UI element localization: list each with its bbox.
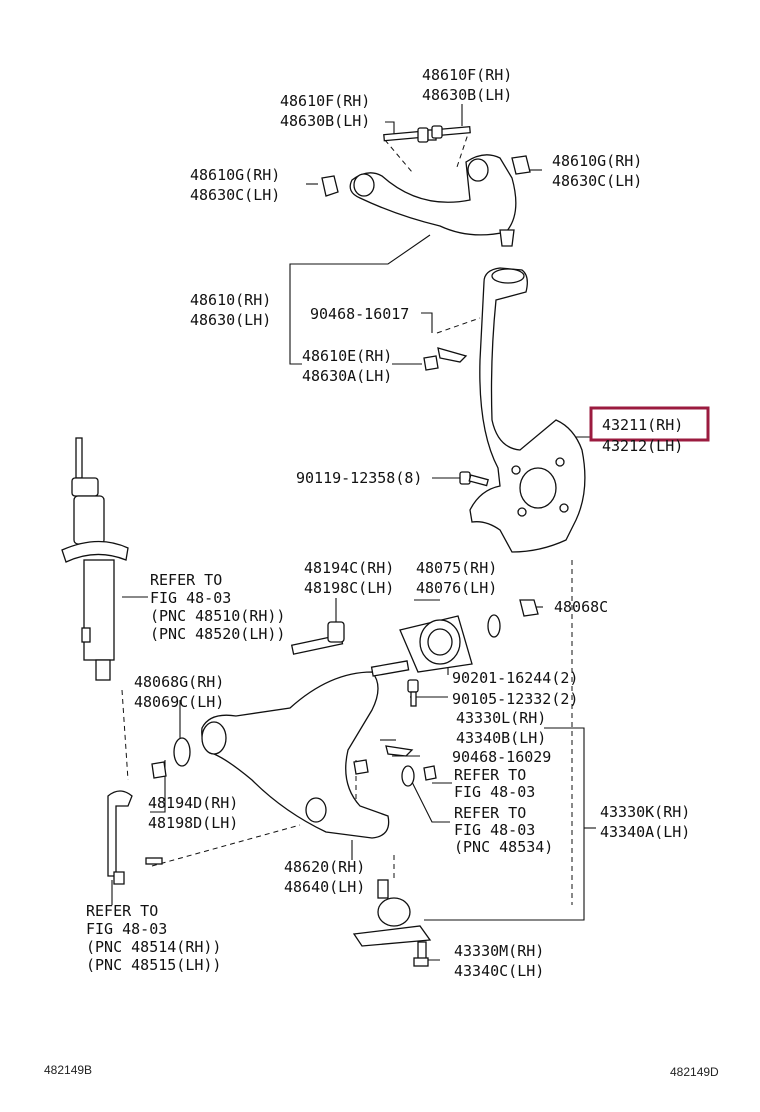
label-90119-12358: 90119-12358(8) xyxy=(296,469,422,487)
label-43330l-rh: 43330L(RH) xyxy=(456,709,546,727)
strut-assembly xyxy=(61,437,129,681)
lower-arm-washer xyxy=(151,737,191,779)
label-refer-pnc534-line2: FIG 48-03 xyxy=(454,821,535,839)
bracket-bolts xyxy=(407,679,419,707)
label-48194c-rh: 48194C(RH) xyxy=(304,559,394,577)
label-refer-link-line2: FIG 48-03 xyxy=(86,920,167,938)
lower-ball-joint xyxy=(352,879,432,967)
footer-code-right: 482149D xyxy=(670,1065,719,1079)
label-48630b-left-lh: 48630B(LH) xyxy=(280,112,370,130)
label-refer-strut-line2: FIG 48-03 xyxy=(150,589,231,607)
label-refer-strut-line1: REFER TO xyxy=(150,571,222,589)
label-48076-lh: 48076(LH) xyxy=(416,579,497,597)
label-48198c-lh: 48198C(LH) xyxy=(304,579,394,597)
label-43340a-lh: 43340A(LH) xyxy=(600,823,690,841)
footer-code-left: 482149B xyxy=(44,1063,92,1077)
label-48630b-top-lh: 48630B(LH) xyxy=(422,86,512,104)
label-48630c-left-lh: 48630C(LH) xyxy=(190,186,280,204)
label-48630c-right-lh: 48630C(LH) xyxy=(552,172,642,190)
label-48620-rh: 48620(RH) xyxy=(284,858,365,876)
label-43340c-lh: 43340C(LH) xyxy=(454,962,544,980)
upper-arm-bolt-left xyxy=(383,127,437,143)
label-90201-16244: 90201-16244(2) xyxy=(452,669,578,687)
upper-arm-nut-right xyxy=(511,155,531,175)
label-refer-link-line1: REFER TO xyxy=(86,902,158,920)
label-48610g-left-rh: 48610G(RH) xyxy=(190,166,280,184)
leader-lines xyxy=(111,104,596,961)
label-refer-link-line4: (PNC 48515(LH)) xyxy=(86,956,221,974)
label-refer-link-line3: (PNC 48514(RH)) xyxy=(86,938,221,956)
label-48610f-left-rh: 48610F(RH) xyxy=(280,92,370,110)
label-48630a-lh: 48630A(LH) xyxy=(302,367,392,385)
label-48640-lh: 48640(LH) xyxy=(284,878,365,896)
ball-joint-small-parts xyxy=(353,745,437,787)
bushing-bolt xyxy=(290,621,345,655)
label-43330m-rh: 43330M(RH) xyxy=(454,942,544,960)
highlight-box-43211 xyxy=(589,406,710,442)
label-refer-strut-line3: (PNC 48510(RH)) xyxy=(150,607,285,625)
rear-bushing xyxy=(399,599,539,673)
lower-control-arm xyxy=(201,660,410,839)
upper-arm-nut-left xyxy=(321,175,339,197)
label-43212-lh: 43212(LH) xyxy=(602,437,683,455)
label-refer-strut-line4: (PNC 48520(LH)) xyxy=(150,625,285,643)
stabilizer-link xyxy=(107,790,163,885)
label-90468-16029: 90468-16029 xyxy=(452,748,551,766)
label-48610-rh: 48610(RH) xyxy=(190,291,271,309)
ball-joint-nut xyxy=(423,347,468,371)
label-refer-nut-line2: FIG 48-03 xyxy=(454,783,535,801)
label-90105-12332: 90105-12332(2) xyxy=(452,690,578,708)
label-48198d-lh: 48198D(LH) xyxy=(148,814,238,832)
label-48610g-right-rh: 48610G(RH) xyxy=(552,152,642,170)
label-48194d-rh: 48194D(RH) xyxy=(148,794,238,812)
upper-arm-bolt-right xyxy=(431,125,471,139)
label-refer-pnc534-line1: REFER TO xyxy=(454,804,526,822)
steering-knuckle xyxy=(469,267,586,553)
label-90468-16017: 90468-16017 xyxy=(310,305,409,323)
label-48069c-lh: 48069C(LH) xyxy=(134,693,224,711)
label-48068c: 48068C xyxy=(554,598,608,616)
part-labels: 48610F(RH) 48630B(LH) 48610F(RH) 48630B(… xyxy=(86,66,690,980)
label-48610e-rh: 48610E(RH) xyxy=(302,347,392,365)
label-48075-rh: 48075(RH) xyxy=(416,559,497,577)
label-43211-rh: 43211(RH) xyxy=(602,416,683,434)
knuckle-bolt xyxy=(459,471,489,487)
label-48068g-rh: 48068G(RH) xyxy=(134,673,224,691)
label-48610f-top-rh: 48610F(RH) xyxy=(422,66,512,84)
label-48630-lh: 48630(LH) xyxy=(190,311,271,329)
upper-control-arm xyxy=(349,154,517,247)
label-43330k-rh: 43330K(RH) xyxy=(600,803,690,821)
label-refer-nut-line1: REFER TO xyxy=(454,766,526,784)
label-refer-pnc534-line3: (PNC 48534) xyxy=(454,838,553,856)
label-43340b-lh: 43340B(LH) xyxy=(456,729,546,747)
